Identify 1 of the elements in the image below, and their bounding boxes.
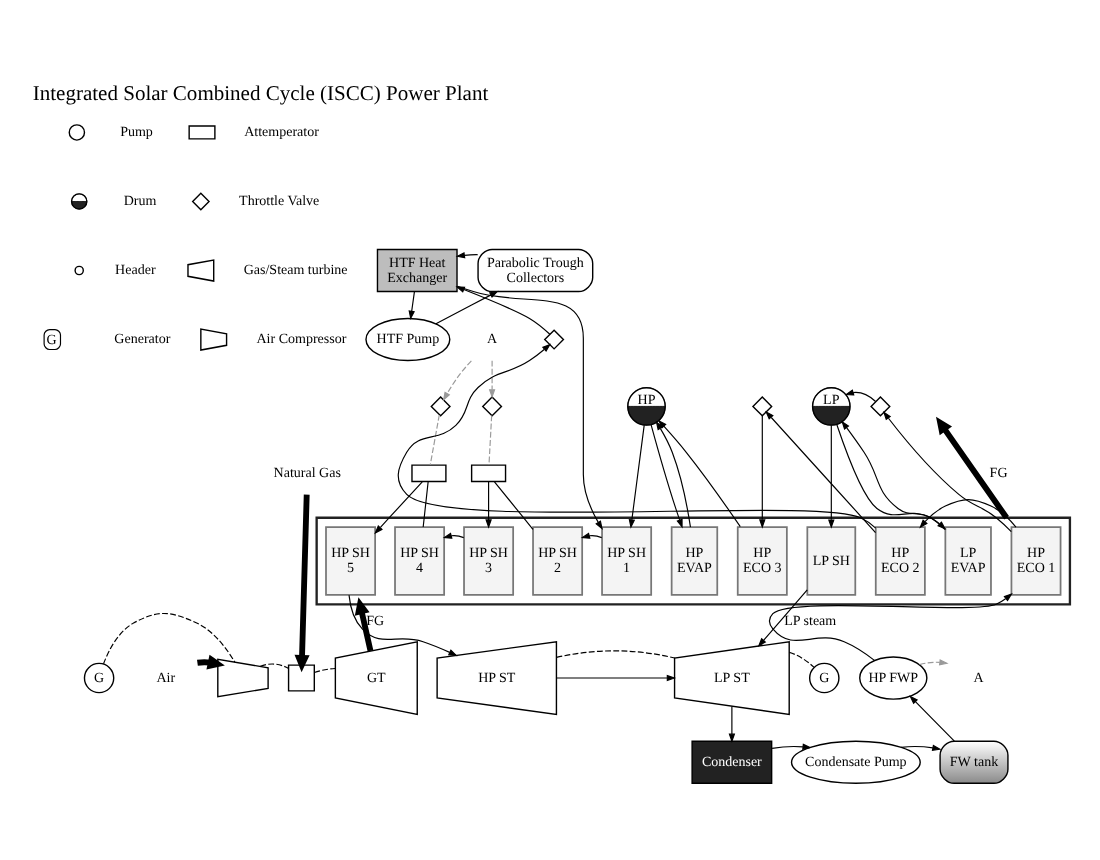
diagram-title: Integrated Solar Combined Cycle (ISCC) Power Plant [32,83,489,106]
